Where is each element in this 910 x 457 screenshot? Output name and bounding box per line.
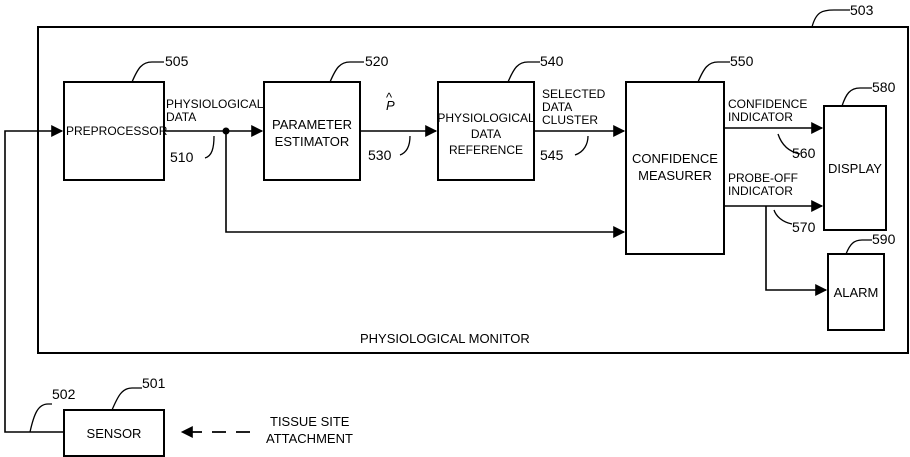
probe-off-leader-line bbox=[774, 210, 792, 224]
monitor-ref: 503 bbox=[850, 2, 874, 18]
confidence-measurer-label-1: CONFIDENCE bbox=[632, 151, 718, 166]
alarm-label: ALARM bbox=[834, 285, 879, 300]
parameter-estimator-label-2: ESTIMATOR bbox=[275, 134, 350, 149]
sensor-label: SENSOR bbox=[87, 426, 142, 441]
physiological-data-leader-line bbox=[205, 136, 214, 158]
data-reference-leader-line bbox=[508, 62, 540, 82]
tissue-attachment-label-1: TISSUE SITE bbox=[270, 414, 350, 429]
selected-cluster-label-2: DATA bbox=[542, 100, 572, 114]
display-leader-line bbox=[842, 88, 872, 106]
monitor-leader-line bbox=[812, 10, 850, 27]
confidence-measurer-label-2: MEASURER bbox=[638, 168, 712, 183]
display-ref: 580 bbox=[872, 79, 896, 95]
selected-cluster-label-3: CLUSTER bbox=[542, 113, 598, 127]
confidence-indicator-label-2: INDICATOR bbox=[728, 110, 793, 124]
confidence-indicator-label-1: CONFIDENCE bbox=[728, 97, 807, 111]
selected-cluster-leader-line bbox=[575, 136, 588, 155]
physiological-data-ref: 510 bbox=[170, 149, 194, 165]
data-reference-label-1: PHYSIOLOGICAL bbox=[437, 111, 535, 125]
probe-off-label-2: INDICATOR bbox=[728, 184, 793, 198]
parameter-estimator-leader-line bbox=[330, 62, 364, 82]
preprocessor-ref: 505 bbox=[165, 53, 189, 69]
sensor-cable-ref: 502 bbox=[52, 386, 76, 402]
monitor-label: PHYSIOLOGICAL MONITOR bbox=[360, 331, 530, 346]
confidence-measurer-leader-line bbox=[698, 62, 730, 82]
sensor-leader-line bbox=[112, 388, 142, 410]
display-label: DISPLAY bbox=[828, 161, 882, 176]
physiological-data-label-1: PHYSIOLOGICAL bbox=[166, 97, 264, 111]
confidence-measurer-ref: 550 bbox=[730, 53, 754, 69]
parameter-output-ref: 530 bbox=[368, 147, 392, 163]
data-reference-label-2: DATA bbox=[471, 127, 501, 141]
confidence-indicator-ref: 560 bbox=[792, 145, 816, 161]
tissue-attachment-label-2: ATTACHMENT bbox=[266, 431, 353, 446]
preprocessor-label: PREPROCESSOR bbox=[66, 124, 168, 138]
parameter-estimator-ref: 520 bbox=[365, 53, 389, 69]
sensor-cable-leader-line bbox=[30, 404, 52, 432]
preprocessor-leader-line bbox=[132, 62, 164, 82]
selected-cluster-ref: 545 bbox=[540, 147, 564, 163]
selected-cluster-label-1: SELECTED bbox=[542, 87, 606, 101]
sensor-ref: 501 bbox=[142, 375, 166, 391]
parameter-hat: ^ bbox=[386, 90, 393, 105]
alarm-ref: 590 bbox=[872, 231, 896, 247]
data-reference-ref: 540 bbox=[540, 53, 564, 69]
parameter-output-leader-line bbox=[400, 136, 410, 155]
physiological-data-label-2: DATA bbox=[166, 110, 196, 124]
probe-off-ref: 570 bbox=[792, 219, 816, 235]
parameter-estimator-label-1: PARAMETER bbox=[272, 117, 352, 132]
alarm-leader-line bbox=[846, 240, 872, 254]
probe-off-label-1: PROBE-OFF bbox=[728, 171, 798, 185]
data-reference-label-3: REFERENCE bbox=[449, 143, 523, 157]
